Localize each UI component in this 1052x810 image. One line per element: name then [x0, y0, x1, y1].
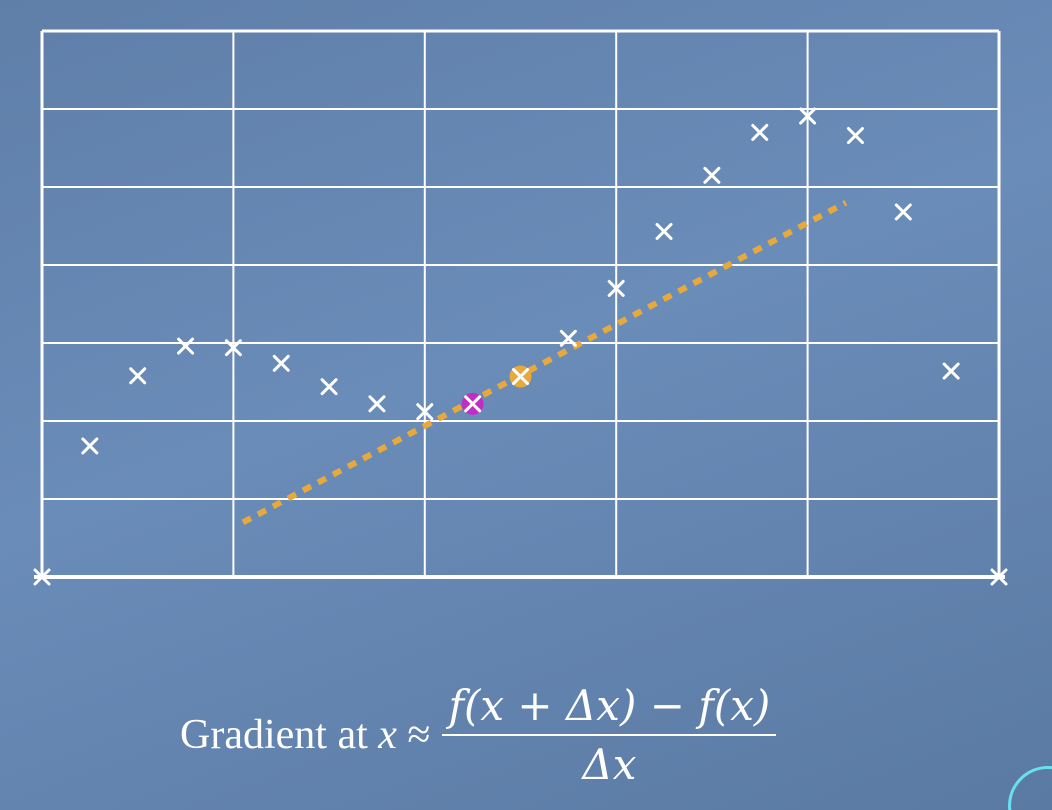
- cross-stroke: [512, 368, 529, 386]
- formula-variable: x: [378, 712, 397, 758]
- cross-stroke: [607, 279, 625, 297]
- cross-stroke: [894, 203, 912, 221]
- data-point: [559, 329, 577, 347]
- cross-stroke: [224, 339, 242, 357]
- cross-stroke: [416, 403, 434, 421]
- corner-circle-icon: [1008, 766, 1052, 810]
- cross-stroke: [464, 395, 482, 413]
- data-point: [224, 339, 242, 357]
- highlight-layer: [461, 365, 532, 415]
- data-point: [607, 279, 625, 297]
- gradient-plot: [33, 29, 1008, 586]
- data-point: [129, 367, 147, 385]
- cross-stroke: [33, 568, 51, 586]
- data-point: [416, 403, 434, 421]
- cross-stroke: [368, 395, 386, 413]
- data-point: [799, 107, 817, 125]
- cross-stroke: [272, 354, 290, 372]
- cross-stroke: [703, 166, 721, 184]
- data-point: [512, 368, 529, 386]
- formula-label: Gradient at: [180, 712, 368, 758]
- data-point: [751, 123, 769, 141]
- fraction-bar: [442, 734, 777, 736]
- gradient-formula: Gradient at x ≈ f(x + Δx) − f(x) Δx: [180, 680, 777, 790]
- data-point: [703, 166, 721, 184]
- data-point: [894, 203, 912, 221]
- tangent-line: [241, 199, 848, 526]
- cross-stroke: [799, 107, 817, 125]
- data-point: [942, 362, 960, 380]
- data-point: [464, 395, 482, 413]
- cross-stroke: [559, 329, 577, 347]
- data-point: [320, 378, 338, 396]
- fraction-denominator: Δx: [582, 740, 637, 789]
- plot-grid: [33, 29, 1008, 586]
- cross-stroke: [942, 362, 960, 380]
- data-point: [177, 337, 195, 355]
- cross-stroke: [846, 127, 864, 145]
- cross-stroke: [81, 437, 99, 455]
- approx-symbol: ≈: [407, 712, 431, 758]
- data-point: [272, 354, 290, 372]
- cross-stroke: [129, 367, 147, 385]
- cross-stroke: [655, 222, 673, 240]
- gradient-fraction: f(x + Δx) − f(x) Δx: [442, 681, 777, 789]
- cross-stroke: [751, 123, 769, 141]
- axis-corner-cross: [33, 568, 51, 586]
- formula-prefix: Gradient at x ≈: [180, 711, 430, 759]
- cross-stroke: [990, 568, 1008, 586]
- data-points: [81, 107, 960, 455]
- cross-stroke: [320, 378, 338, 396]
- axis-corner-cross: [990, 568, 1008, 586]
- fraction-numerator: f(x + Δx) − f(x): [448, 681, 771, 730]
- data-point: [81, 437, 99, 455]
- data-point: [655, 222, 673, 240]
- tangent-line-layer: [241, 199, 848, 526]
- data-point: [368, 395, 386, 413]
- cross-stroke: [177, 337, 195, 355]
- data-point: [846, 127, 864, 145]
